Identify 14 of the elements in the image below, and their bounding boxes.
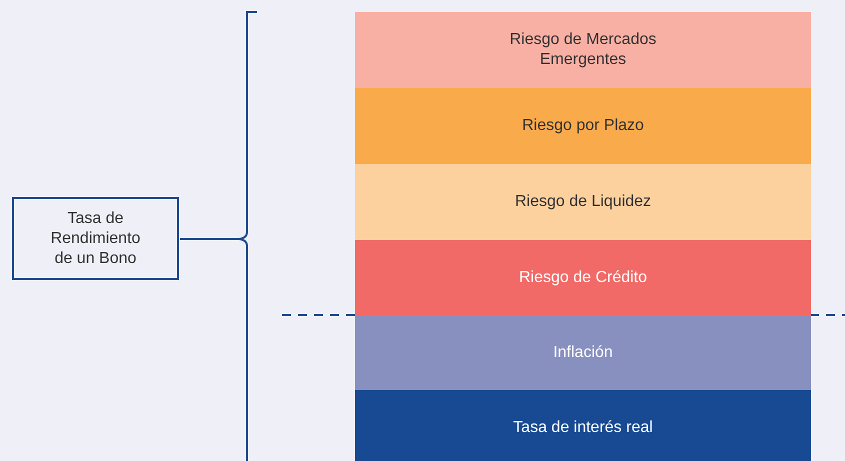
risk-band bbox=[355, 240, 811, 315]
rate-band bbox=[355, 390, 811, 461]
node-text: Tasa de Rendimiento de un Bono bbox=[50, 208, 142, 268]
node-text: Riesgo por Plazo bbox=[522, 116, 644, 136]
risk-band bbox=[355, 88, 811, 164]
label-box bbox=[12, 197, 179, 280]
node-text: Riesgo de Liquidez bbox=[514, 192, 652, 212]
node-text: Riesgo de Mercados Emergentes bbox=[508, 30, 658, 70]
node-text: Riesgo de Crédito bbox=[518, 268, 648, 288]
rate-band bbox=[355, 315, 811, 390]
node-text: Inflación bbox=[553, 342, 613, 362]
risk-band bbox=[355, 12, 811, 88]
node-text: Tasa de interés real bbox=[513, 418, 653, 438]
risk-band bbox=[355, 164, 811, 240]
